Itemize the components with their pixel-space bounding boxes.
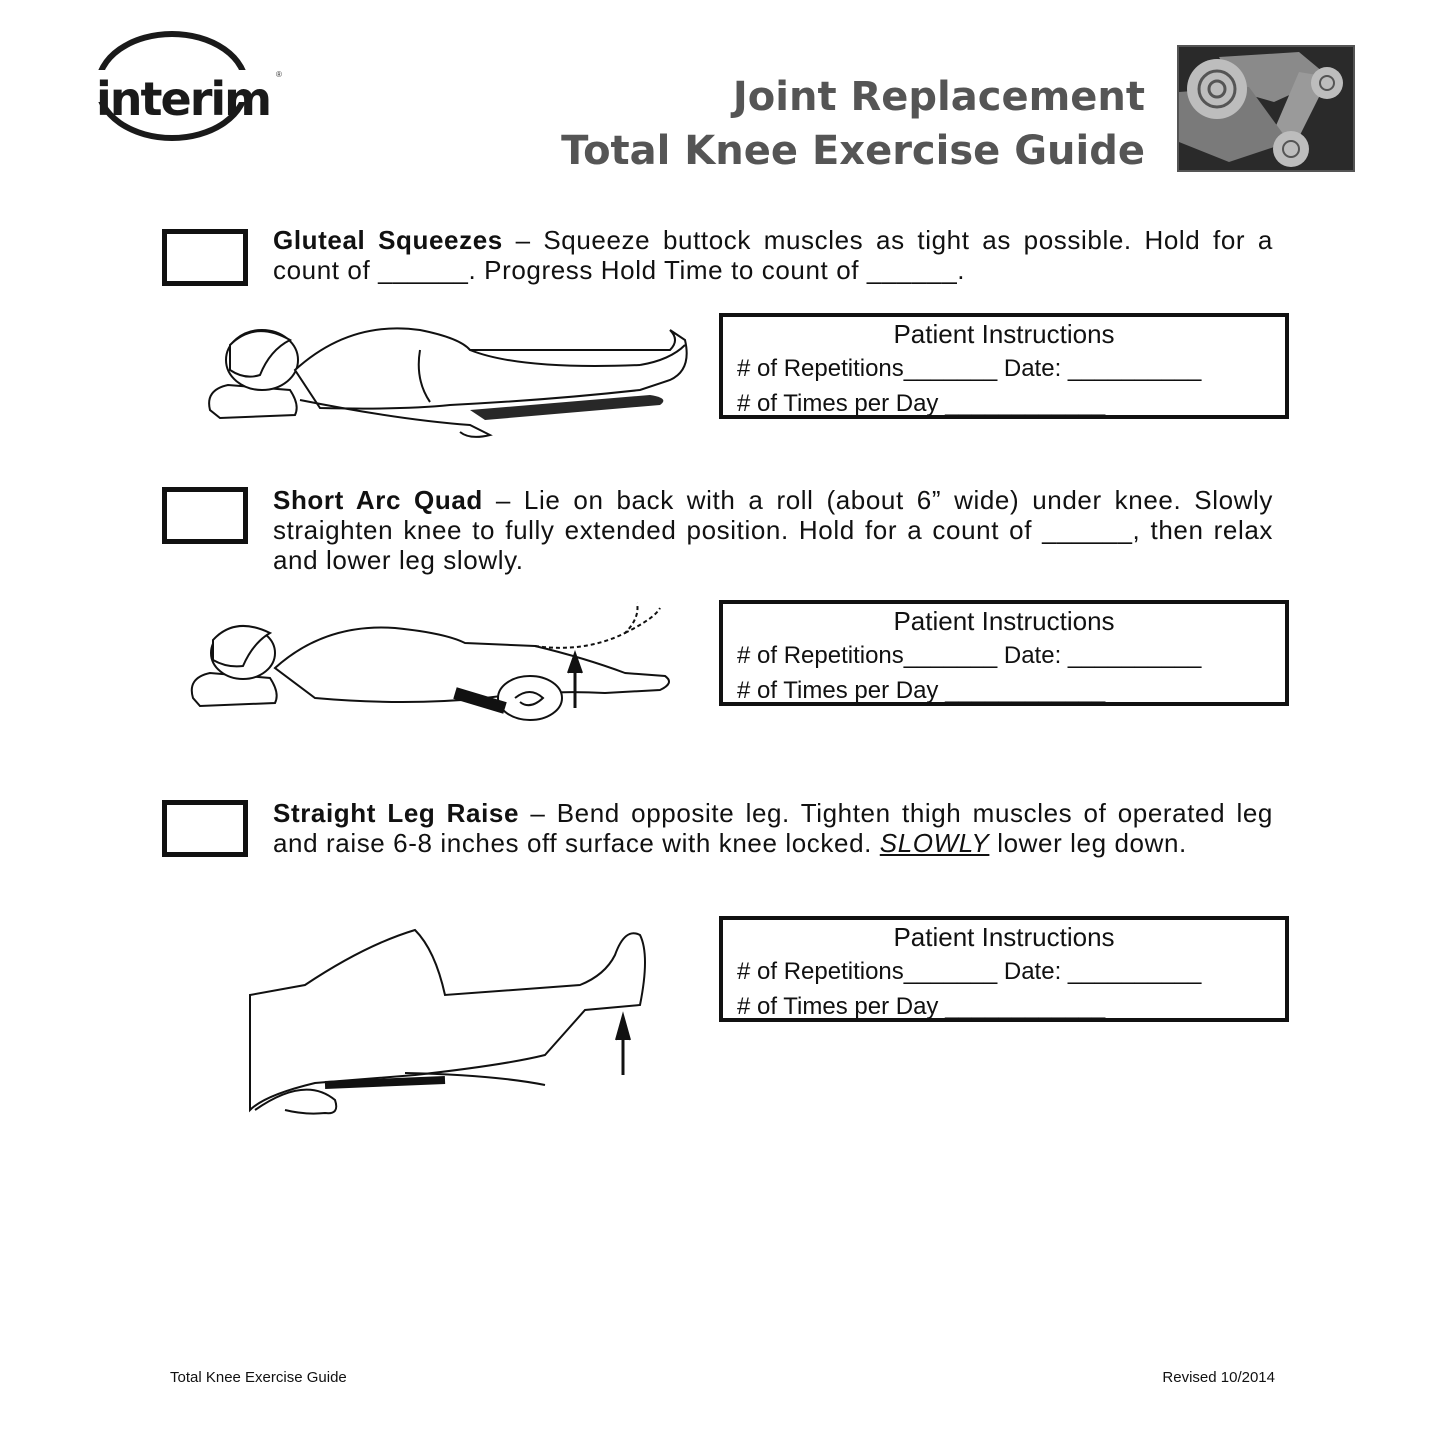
date-field[interactable]: Date: __________ — [1003, 958, 1202, 985]
exercise-3-description: Straight Leg Raise – Bend opposite leg. … — [273, 798, 1273, 858]
title-line-1: Joint Replacement — [732, 74, 1145, 120]
exercise-2-description: Short Arc Quad – Lie on back with a roll… — [273, 485, 1273, 575]
logo-ring — [92, 31, 288, 141]
instructions-heading: Patient Instructions — [893, 606, 1115, 636]
exercise-1-name: Gluteal Squeezes — [273, 225, 503, 255]
exercise-3-name: Straight Leg Raise — [273, 798, 520, 828]
exercise-1-text: – Squeeze buttock muscles as tight as po… — [273, 225, 1273, 285]
exercise-3-checkbox[interactable] — [162, 800, 248, 857]
exercise-2-text: – Lie on back with a roll (about 6” wide… — [273, 485, 1273, 575]
knee-joint-illustration — [1177, 45, 1355, 172]
straight-leg-raise-figure — [245, 925, 665, 1125]
times-per-day-field[interactable]: # of Times per Day ____________ — [737, 993, 1106, 1020]
footer-revision: Revised 10/2014 — [1162, 1369, 1275, 1386]
date-field[interactable]: Date: __________ — [1003, 355, 1202, 382]
times-per-day-field[interactable]: # of Times per Day ____________ — [737, 677, 1106, 704]
interim-logo: interim ® — [92, 30, 288, 142]
instructions-heading: Patient Instructions — [893, 319, 1115, 349]
exercise-3-text-a: – Bend opposite leg. Tighten thigh muscl… — [273, 798, 1273, 858]
page-title: Joint Replacement Total Knee Exercise Gu… — [561, 70, 1145, 178]
short-arc-quad-figure — [185, 598, 685, 733]
exercise-2-name: Short Arc Quad — [273, 485, 483, 515]
exercise-3-instructions: Patient Instructions # of Repetitions___… — [719, 916, 1289, 1022]
repetitions-field[interactable]: # of Repetitions_______ — [737, 958, 998, 985]
exercise-2-checkbox[interactable] — [162, 487, 248, 544]
exercise-1-instructions: Patient Instructions # of Repetitions___… — [719, 313, 1289, 419]
exercise-2-instructions: Patient Instructions # of Repetitions___… — [719, 600, 1289, 706]
exercise-1-description: Gluteal Squeezes – Squeeze buttock muscl… — [273, 225, 1273, 285]
gluteal-squeeze-figure — [200, 310, 700, 450]
title-line-2: Total Knee Exercise Guide — [561, 128, 1145, 174]
footer-title: Total Knee Exercise Guide — [170, 1369, 347, 1386]
logo-wordmark: interim — [96, 72, 272, 126]
times-per-day-field[interactable]: # of Times per Day ____________ — [737, 390, 1106, 417]
repetitions-field[interactable]: # of Repetitions_______ — [737, 355, 998, 382]
date-field[interactable]: Date: __________ — [1003, 642, 1202, 669]
exercise-1-checkbox[interactable] — [162, 229, 248, 286]
registered-mark: ® — [276, 70, 282, 79]
repetitions-field[interactable]: # of Repetitions_______ — [737, 642, 998, 669]
instructions-heading: Patient Instructions — [893, 922, 1115, 952]
exercise-3-text-b: lower leg down. — [989, 828, 1187, 858]
exercise-3-emphasis: SLOWLY — [879, 828, 990, 858]
